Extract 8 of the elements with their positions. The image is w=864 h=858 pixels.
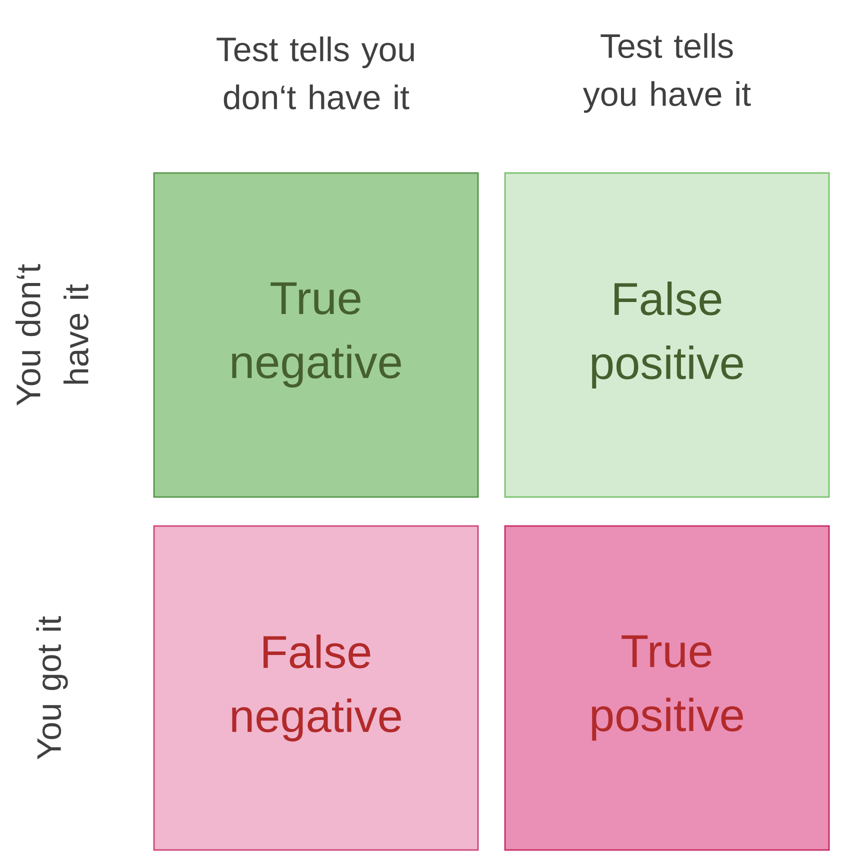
cell-box: True positive — [504, 525, 830, 851]
row-header: You don‘t have it — [16, 264, 88, 406]
column-header: Test tells you have it — [582, 33, 751, 113]
row-header: You got it — [36, 616, 68, 760]
cell-box: False negative — [153, 525, 479, 851]
cell-box: True negative — [153, 172, 479, 498]
cell-box: False positive — [504, 172, 830, 498]
column-header: Test tells you don‘t have it — [216, 36, 414, 110]
